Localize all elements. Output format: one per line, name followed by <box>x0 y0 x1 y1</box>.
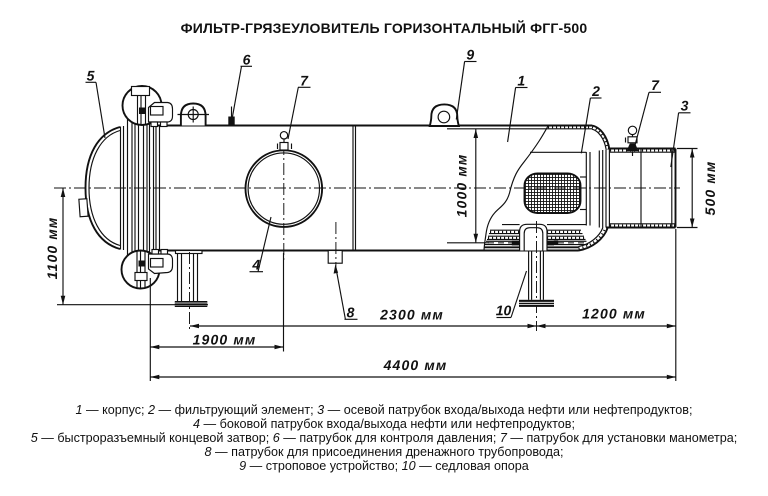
svg-text:1900 мм: 1900 мм <box>193 331 257 347</box>
svg-text:6: 6 <box>243 51 251 67</box>
svg-text:10: 10 <box>496 302 512 318</box>
svg-text:500 мм: 500 мм <box>702 161 718 216</box>
svg-text:4: 4 <box>251 256 260 272</box>
svg-text:1000 мм: 1000 мм <box>454 154 470 218</box>
svg-text:4400 мм: 4400 мм <box>383 357 448 373</box>
svg-text:3: 3 <box>681 97 689 113</box>
svg-text:1: 1 <box>517 72 525 88</box>
svg-text:1100 мм: 1100 мм <box>44 217 60 280</box>
svg-text:8: 8 <box>347 304 355 320</box>
svg-text:2: 2 <box>591 83 600 99</box>
svg-text:5: 5 <box>87 67 95 83</box>
svg-text:7: 7 <box>651 77 660 93</box>
svg-text:9: 9 <box>466 46 474 62</box>
svg-text:2300 мм: 2300 мм <box>379 306 444 322</box>
svg-text:7: 7 <box>300 72 309 88</box>
svg-text:1200 мм: 1200 мм <box>582 305 646 321</box>
